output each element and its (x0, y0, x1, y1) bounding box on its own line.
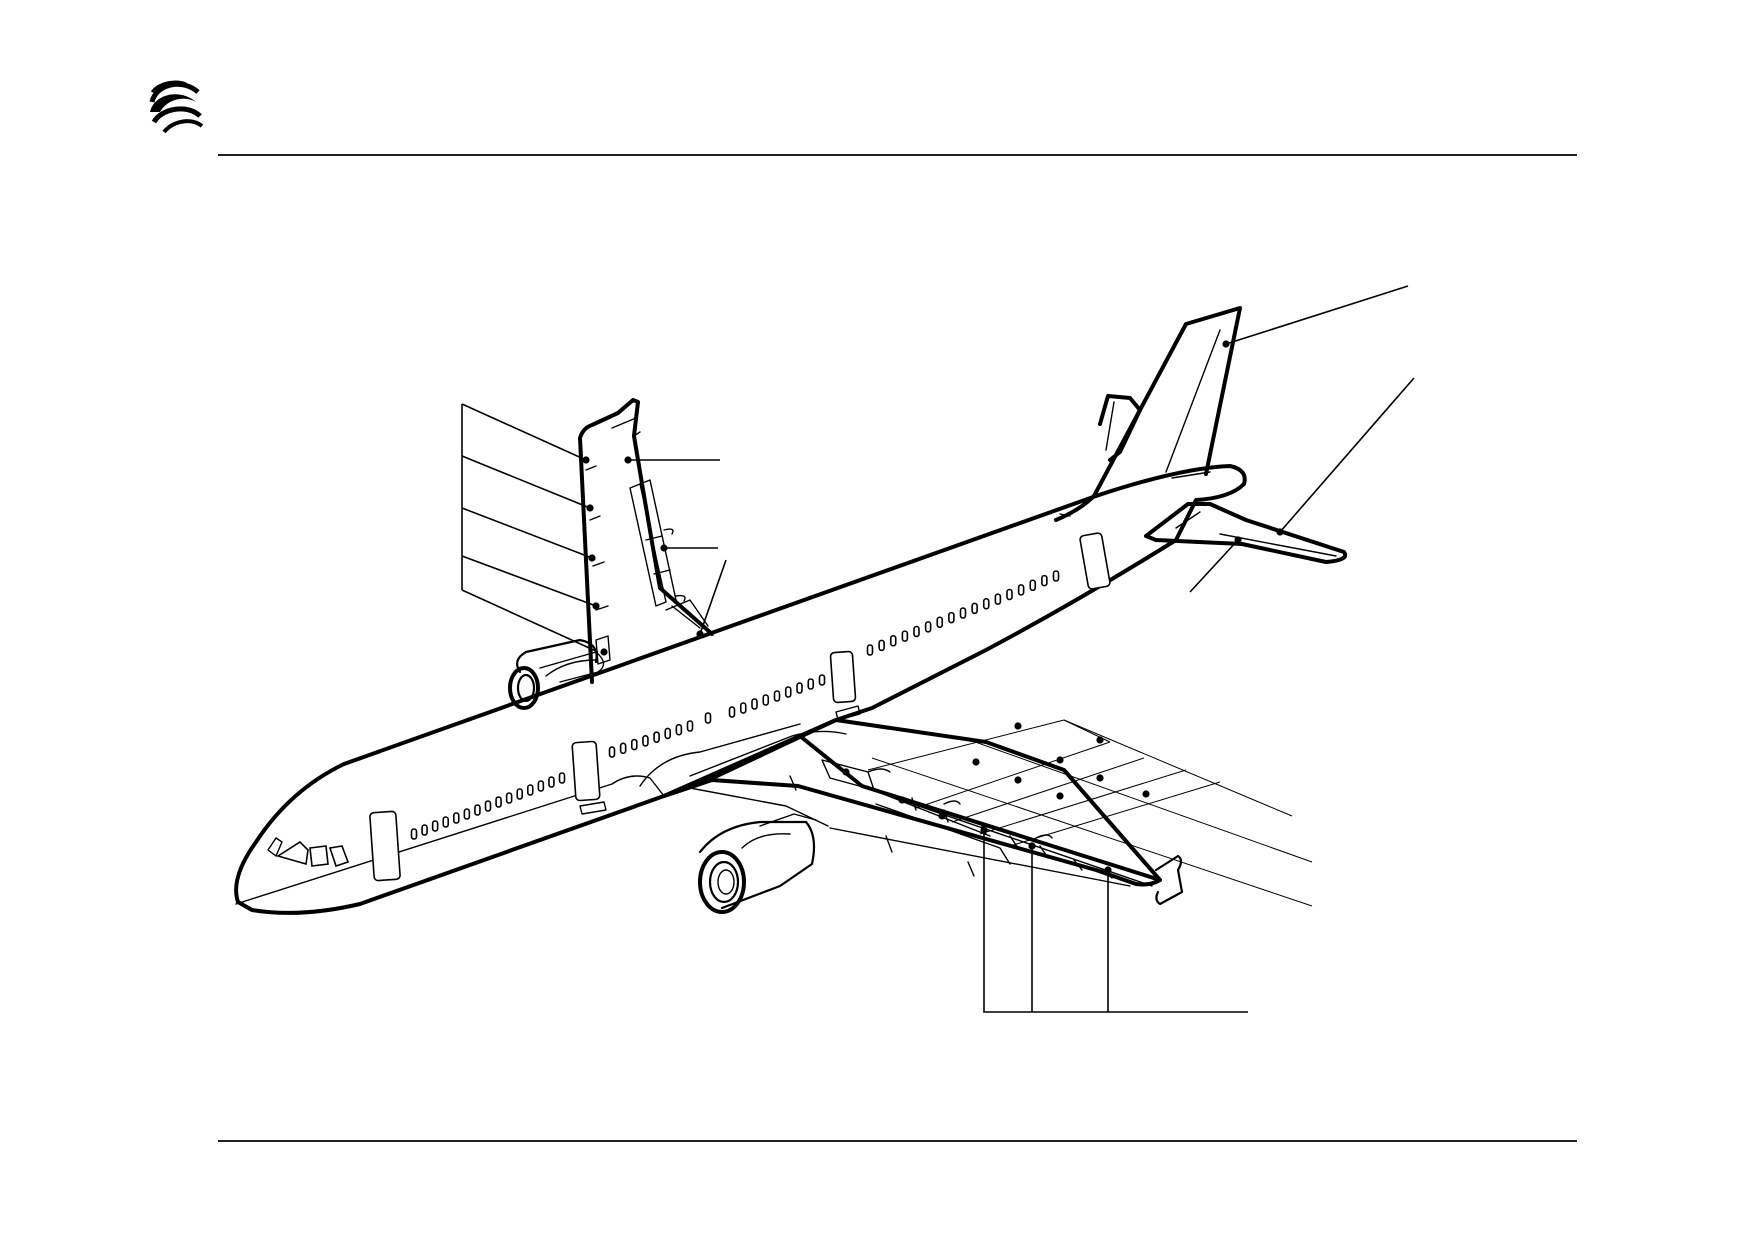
cabin-window (421, 824, 428, 836)
cabin-window (1006, 588, 1013, 601)
cabin-window (431, 820, 439, 832)
cabin-window (505, 792, 513, 804)
callout-point (1014, 722, 1022, 730)
cabin-window (739, 702, 747, 714)
near-engine (698, 813, 817, 914)
callout-point (1014, 776, 1022, 784)
vertical-stabilizer (1054, 306, 1242, 522)
callout-points (582, 340, 1284, 874)
cabin-window (924, 621, 932, 633)
callout-point (582, 456, 590, 464)
callout-point (586, 504, 594, 512)
cabin-window (474, 804, 481, 816)
cabin-window (982, 597, 990, 610)
cabin-window (889, 634, 897, 647)
callout-point (696, 630, 704, 638)
cabin-window (537, 780, 545, 792)
callout-point (588, 554, 596, 562)
callout-point (1142, 790, 1150, 798)
cabin-window (866, 644, 874, 656)
callout-point (1234, 536, 1242, 544)
cabin-window (1017, 584, 1025, 596)
far-wing (578, 398, 714, 684)
cabin-window (686, 720, 694, 732)
cabin-window (762, 694, 770, 706)
near-horizontal-stabilizer (1144, 502, 1348, 564)
callout-point (1104, 866, 1112, 874)
cabin-window (994, 593, 1002, 605)
callout-point (660, 544, 668, 552)
callout-point (1056, 792, 1064, 800)
mid-door (829, 650, 857, 704)
cabin-window (630, 738, 638, 751)
cabin-window (878, 639, 885, 652)
cabin-window (558, 772, 566, 784)
callout-point (842, 768, 850, 776)
forward-door (369, 810, 401, 882)
callout-point (592, 602, 600, 610)
callout-point (600, 648, 608, 656)
fuselage (234, 464, 1247, 915)
cabin-window (807, 678, 815, 690)
cabin-window (653, 731, 660, 743)
callout-point (980, 826, 988, 834)
cabin-window (818, 674, 826, 686)
cabin-window (1052, 570, 1060, 582)
callout-point (972, 758, 980, 766)
cabin-window (704, 712, 712, 724)
cabin-window (642, 735, 649, 747)
callout-leaders (461, 285, 1415, 1013)
callout-point (1028, 842, 1036, 850)
cabin-window (971, 602, 978, 615)
cabin-window (728, 706, 736, 718)
cabin-window (959, 607, 967, 619)
cabin-window (463, 808, 471, 820)
far-horizontal-stabilizer (1098, 394, 1142, 462)
cabin-window (675, 723, 683, 736)
cabin-window (751, 698, 758, 710)
cabin-window (526, 784, 534, 796)
cabin-window (548, 776, 555, 788)
cabin-window (784, 686, 792, 698)
cabin-window (608, 746, 616, 758)
cabin-window (410, 828, 418, 840)
cabin-window (484, 800, 492, 812)
cabin-window (913, 625, 920, 638)
swirl-logo-icon (148, 80, 204, 136)
cabin-window (948, 611, 955, 624)
aft-door (1079, 532, 1111, 590)
callout-point (938, 812, 946, 820)
cabin-window (773, 690, 781, 702)
cabin-window (442, 816, 450, 828)
cabin-window (936, 616, 944, 629)
cabin-window (495, 796, 502, 808)
callout-point (1056, 756, 1064, 764)
aircraft (234, 306, 1348, 915)
cabin-window (452, 812, 460, 824)
cabin-window (664, 727, 672, 740)
callout-point (1222, 340, 1230, 348)
cabin-window (619, 742, 627, 755)
cabin-windows (410, 570, 1060, 840)
callout-point (1096, 736, 1104, 744)
callout-point (1096, 774, 1104, 782)
cabin-window (516, 788, 524, 800)
cabin-window (1041, 574, 1048, 587)
callout-point (624, 456, 632, 464)
callout-point (898, 796, 906, 804)
cabin-window (901, 630, 909, 642)
cabin-window (796, 682, 803, 694)
callout-point (1276, 528, 1284, 536)
overwing-door (571, 740, 601, 802)
cabin-window (1029, 579, 1037, 592)
